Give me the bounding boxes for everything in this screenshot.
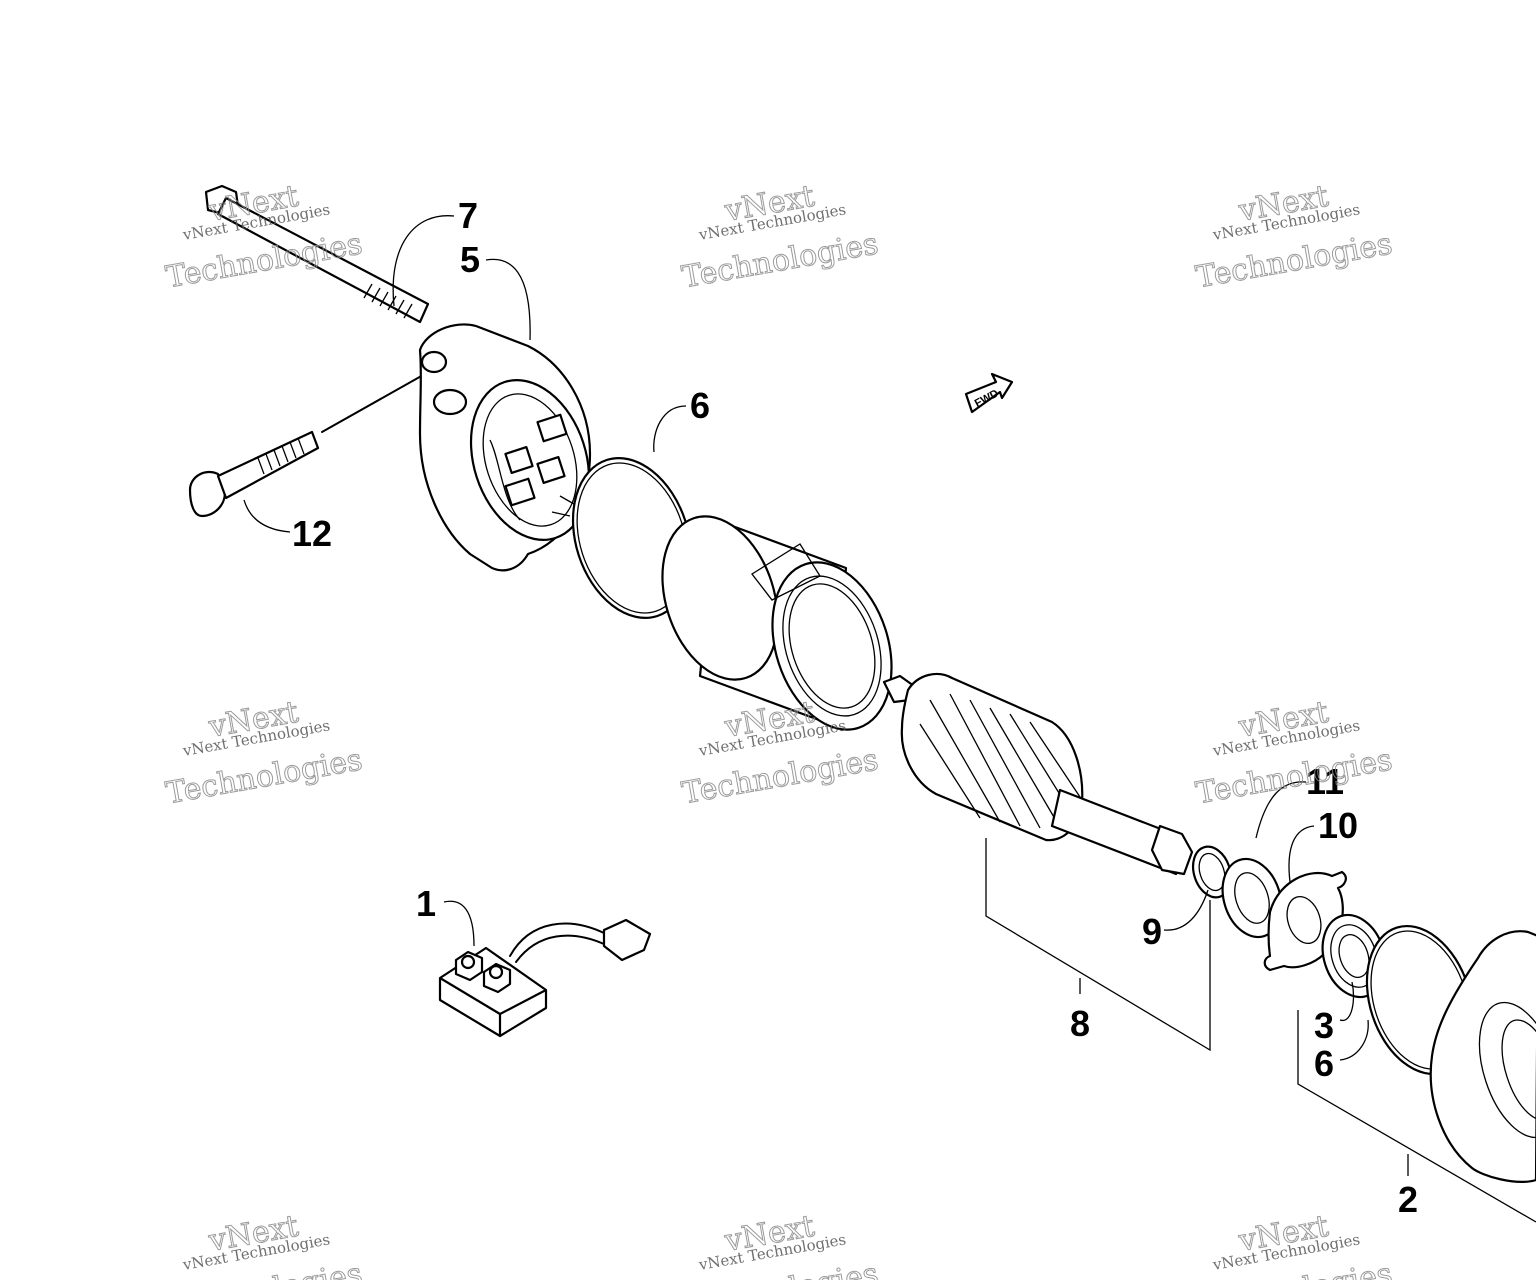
callout-7: 7 — [458, 195, 478, 236]
end-cap-brush-holder-part — [418, 323, 592, 572]
watermark-7: vNext vNext Technologies Technologies — [163, 1208, 366, 1280]
callout-6-lower: 6 — [1314, 1043, 1334, 1084]
motor-housing-part — [661, 515, 893, 731]
snap-ring-part — [1191, 845, 1233, 899]
callout-5: 5 — [460, 239, 480, 280]
callout-12: 12 — [292, 513, 332, 554]
callout-3: 3 — [1314, 1005, 1334, 1046]
callout-9: 9 — [1142, 911, 1162, 952]
watermark-9: vNext vNext Technologies Technologies — [1193, 1208, 1396, 1280]
watermark-2: vNext vNext Technologies Technologies — [679, 178, 882, 296]
watermark-6: vNext vNext Technologies Technologies — [1193, 694, 1396, 812]
starter-relay-part — [438, 918, 652, 1038]
long-bolt-part — [204, 184, 430, 324]
watermarks: vNext vNext Technologies Technologies vN… — [163, 178, 1396, 1280]
callout-11: 11 — [1306, 761, 1344, 802]
callout-6-upper: 6 — [690, 385, 710, 426]
callout-2: 2 — [1398, 1179, 1418, 1220]
callout-8: 8 — [1070, 1003, 1090, 1044]
callout-labels: 7 5 6 12 1 11 10 9 8 3 6 2 — [292, 195, 1418, 1220]
watermark-4: vNext vNext Technologies Technologies — [163, 694, 366, 812]
front-housing-part — [1429, 930, 1536, 1183]
watermark-3: vNext vNext Technologies Technologies — [1193, 178, 1396, 296]
armature-part — [882, 672, 1194, 876]
forward-arrow-icon: FWD — [964, 372, 1014, 414]
callout-10: 10 — [1318, 805, 1358, 846]
watermark-8: vNext vNext Technologies Technologies — [679, 1208, 882, 1280]
washer-part — [1221, 857, 1283, 939]
callout-1: 1 — [416, 883, 436, 924]
short-bolt-part — [188, 430, 320, 518]
leader-lines — [243, 215, 1536, 1223]
